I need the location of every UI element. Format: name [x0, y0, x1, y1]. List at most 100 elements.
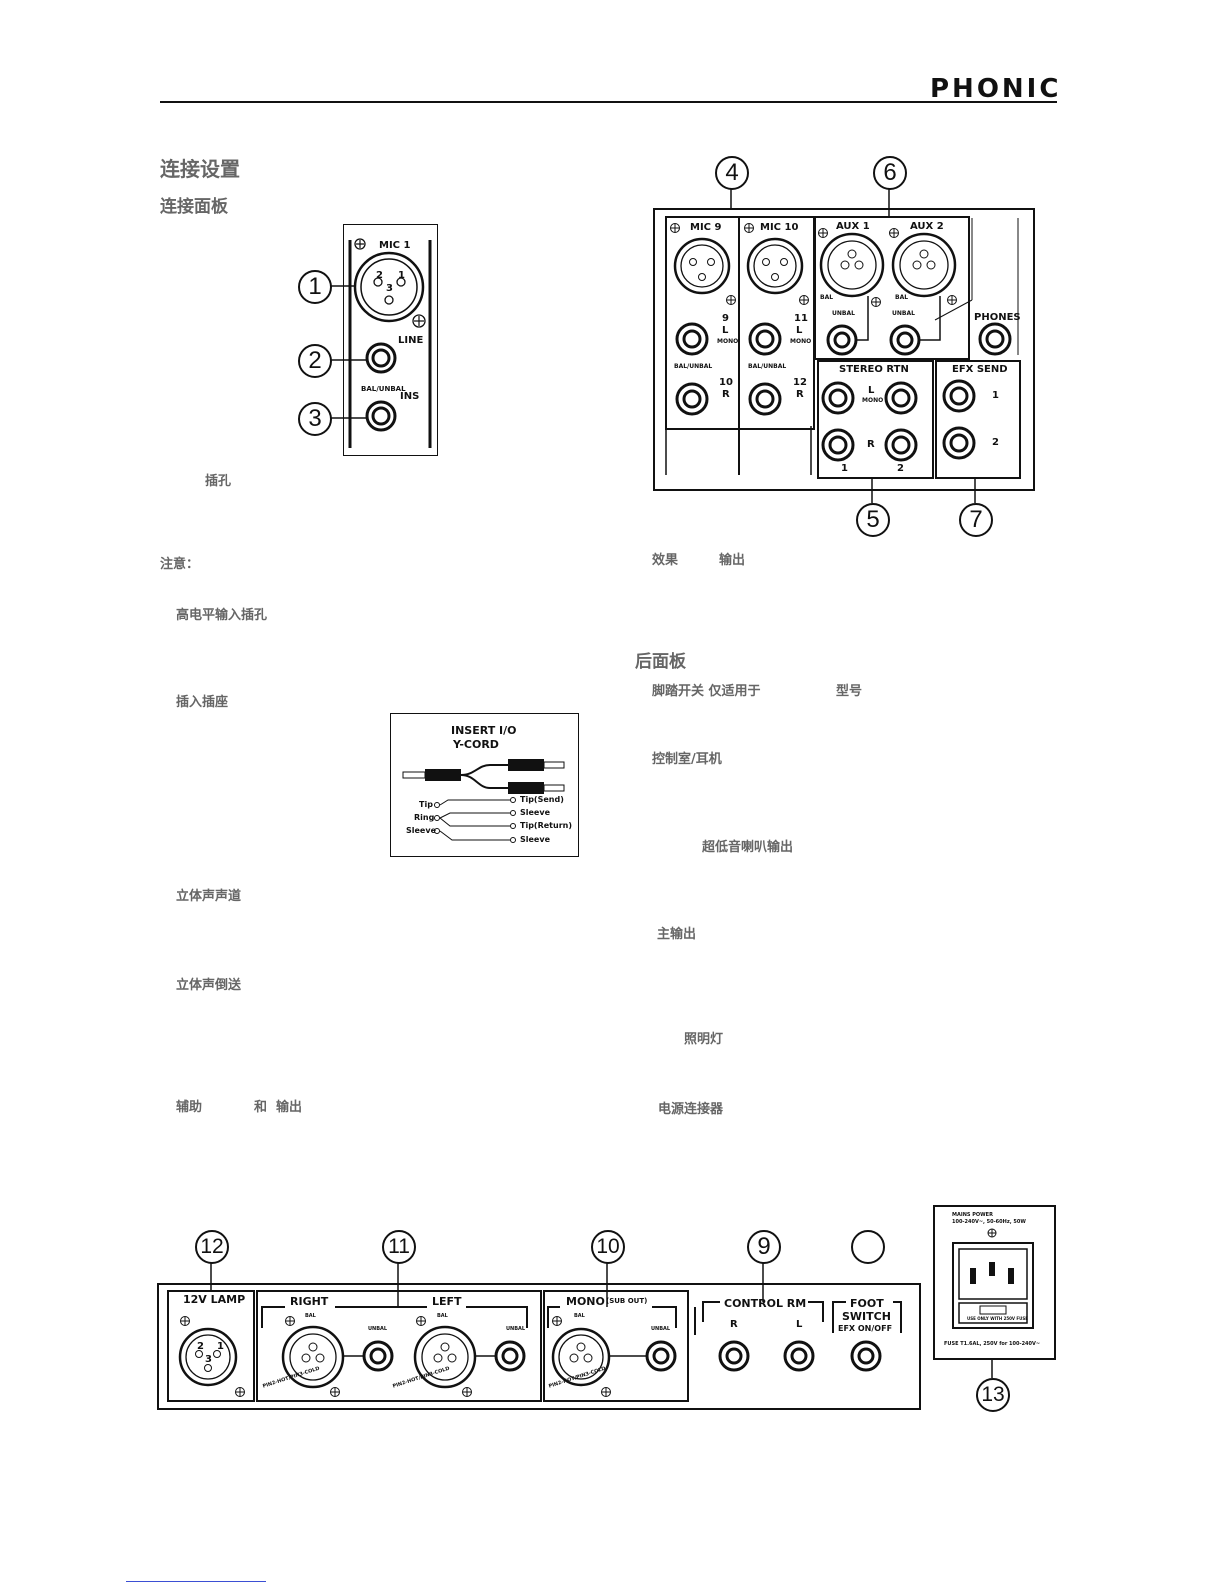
ch12-number: 12: [793, 377, 807, 388]
stereo-rtn-l: L: [868, 385, 875, 396]
bal-unbal-label: BAL/UNBAL: [361, 385, 406, 393]
stereo-rtn-r: R: [867, 439, 875, 450]
aux1-bal: BAL: [820, 294, 834, 301]
efx-send-1: 1: [992, 390, 999, 401]
efx-send-box: [935, 360, 1021, 479]
control-rm-r: R: [730, 1319, 738, 1330]
mains-rating-label: 100-240V~, 50-60Hz, 50W: [952, 1219, 1026, 1225]
aux-box: [814, 216, 970, 360]
ch10-r: R: [722, 389, 730, 400]
mono-label: MONO: [566, 1295, 605, 1308]
ch11-balunbal: BAL/UNBAL: [748, 363, 787, 370]
y-sleeve2-label: Sleeve: [520, 835, 550, 844]
y-ring-label: Ring: [414, 813, 435, 822]
phones-label: PHONES: [974, 312, 1021, 323]
callout-blank: [851, 1230, 885, 1264]
ch9-l: L: [722, 325, 729, 336]
ch11-mono: MONO: [790, 338, 812, 345]
aux2-label: AUX 2: [910, 221, 944, 232]
left-label: LEFT: [432, 1295, 462, 1308]
y-sleeve-label: Sleeve: [406, 826, 436, 835]
stereo-rtn-1: 1: [841, 463, 848, 474]
item-efx-out: 输出: [719, 553, 746, 568]
bottom-rear-panel: [157, 1283, 921, 1410]
foot-label: FOOT: [850, 1297, 884, 1310]
section-title: 连接设置: [160, 157, 240, 181]
mic10-label: MIC 10: [760, 222, 799, 233]
ch11-number: 11: [794, 313, 808, 324]
ch9-balunbal: BAL/UNBAL: [674, 363, 713, 370]
y-tip-send-label: Tip(Send): [520, 795, 564, 804]
callout-4: 4: [715, 156, 749, 190]
aux1-label: AUX 1: [836, 221, 870, 232]
mic9-label: MIC 9: [690, 222, 722, 233]
item-control-room: 控制室/耳机: [652, 752, 722, 767]
ch12-r: R: [796, 389, 804, 400]
mono-unbal: UNBAL: [651, 1326, 671, 1332]
left-unbal: UNBAL: [506, 1326, 526, 1332]
stereo-rtn-box: [817, 360, 934, 479]
item-lamp: 照明灯: [684, 1032, 724, 1047]
mic1-label: MIC 1: [379, 240, 411, 251]
fuse-label: FUSE T1.6AL, 250V for 100-240V~: [944, 1341, 1041, 1347]
callout-11: 11: [382, 1230, 416, 1264]
ch9-number: 9: [722, 313, 729, 324]
mono-out-section: [543, 1290, 689, 1402]
item-aux-out: 输出: [276, 1100, 303, 1115]
pin1-label: 1: [398, 270, 405, 281]
y-tip-return-label: Tip(Return): [520, 821, 572, 830]
efx-send-label: EFX SEND: [952, 364, 1008, 375]
subsection-title: 连接面板: [160, 197, 228, 217]
y-cord-diagram: [390, 713, 579, 857]
callout-7: 7: [959, 503, 993, 537]
aux2-bal: BAL: [895, 294, 909, 301]
item-sub-out: 超低音喇叭输出: [702, 840, 794, 855]
power-inlet-panel: [933, 1205, 1056, 1360]
fuse-note-label: USE ONLY WITH 250V FUSE: [967, 1316, 1029, 1321]
item-stereo-return: 立体声倒送: [176, 978, 242, 993]
callout-13: 13: [976, 1378, 1010, 1412]
callout-6: 6: [873, 156, 907, 190]
left-bal: BAL: [437, 1313, 448, 1319]
callout-2: 2: [298, 344, 332, 378]
control-rm-l: L: [796, 1319, 803, 1330]
right-label: RIGHT: [290, 1295, 329, 1308]
lamp-label: 12V LAMP: [183, 1293, 246, 1306]
lamp-pin3: 3: [205, 1354, 212, 1365]
channel-strip-panel: [343, 224, 438, 456]
callout-12: 12: [195, 1230, 229, 1264]
right-bal: BAL: [305, 1313, 316, 1319]
ch9-mono: MONO: [717, 338, 739, 345]
line-label: LINE: [398, 335, 424, 346]
lamp-pin1: 1: [217, 1341, 224, 1352]
item-hi-z: 高电平输入插孔: [176, 608, 268, 623]
footer-link-underline: [126, 1581, 266, 1582]
lamp-section: [167, 1290, 255, 1402]
callout-5: 5: [856, 503, 890, 537]
efx-send-2: 2: [992, 437, 999, 448]
callout-9: 9: [747, 1230, 781, 1264]
y-cord-title-1: INSERT I/O: [451, 724, 517, 737]
callout-3: 3: [298, 402, 332, 436]
y-cord-title-2: Y-CORD: [453, 738, 499, 751]
switch-label: SWITCH: [842, 1310, 891, 1323]
rear-io-panel: [653, 208, 1035, 491]
right-unbal: UNBAL: [368, 1326, 388, 1332]
item-insert: 插入插座: [176, 695, 229, 710]
item-main-out: 主输出: [657, 927, 697, 942]
brand-logo: PHONIC: [930, 74, 1062, 104]
callout-10: 10: [591, 1230, 625, 1264]
stereo-rtn-2: 2: [897, 463, 904, 474]
pin2-label: 2: [376, 270, 383, 281]
header-rule: [160, 101, 1057, 103]
ch11-l: L: [796, 325, 803, 336]
y-sleeve1-label: Sleeve: [520, 808, 550, 817]
sub-out-label: (SUB OUT): [606, 1297, 648, 1305]
aux2-unbal: UNBAL: [892, 310, 915, 317]
item-stereo-channel: 立体声声道: [176, 889, 242, 904]
